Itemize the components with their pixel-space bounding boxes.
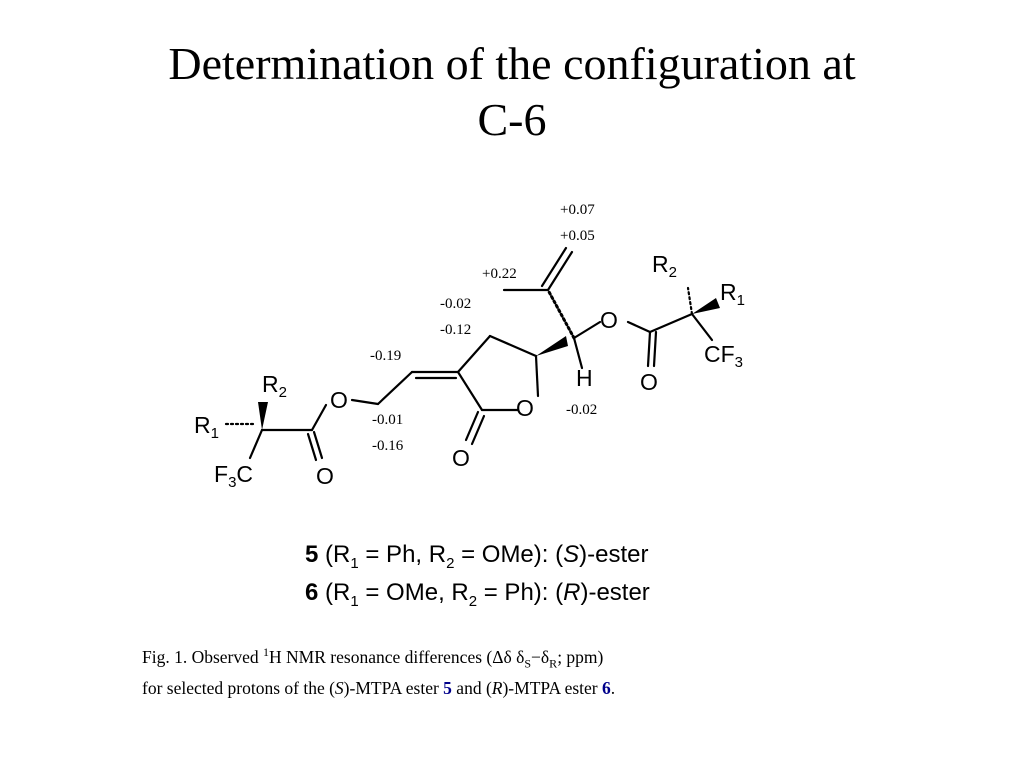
bond-vinyl-double-2 [540,246,568,288]
bond-cf3-left [248,428,264,460]
atom-labels: R1 R2 F3C O O O O H O O R2 R1 CF3 [194,251,745,491]
bond-lactone-co-2 [470,414,486,446]
delta-ester-ch2-b: -0.16 [372,438,404,454]
label-r2-left: R2 [262,371,287,401]
delta-ring-ch2-a: -0.02 [440,296,471,312]
slide-title-line-2: C-6 [477,94,547,145]
slide-title-line-1: Determination of the configuration at [168,38,856,89]
delta-olefin-h: -0.19 [370,348,401,364]
label-o-lactone: O [452,445,470,471]
bond-right-co-2 [652,330,658,368]
wedge-ring-c6 [536,336,568,356]
bond-right-co-1 [646,330,652,368]
bond-left-c-o-double-2 [306,432,318,462]
bond-ring-a [456,370,484,412]
bond-ring-b [534,354,540,398]
caption-line-1: Fig. 1. Observed 1H NMR resonance differ… [142,645,604,671]
delta-labels: +0.07 +0.05 +0.22 -0.02 -0.12 -0.19 -0.0… [370,202,597,454]
label-r1-right: R1 [720,279,745,309]
bond-lactone-co-1 [464,410,480,442]
delta-vinyl-a: +0.07 [560,202,595,218]
figure-caption: Fig. 1. Observed 1H NMR resonance differ… [142,640,862,701]
bond-r2-right-hashed [686,286,694,316]
label-cf3-right: CF3 [704,341,743,371]
label-r2-right: R2 [652,251,677,281]
slide-title: Determination of the configuration at C-… [0,36,1024,148]
bond-c6-o [572,320,602,340]
delta-ring-ch2-b: -0.12 [440,322,471,338]
label-o-left-carbonyl: O [316,463,334,489]
bonds [224,246,714,462]
delta-vinyl-b: +0.05 [560,228,595,244]
bond-vinyl-double-1 [546,250,574,292]
wedge-r2-left [258,402,268,430]
delta-ester-ch2-a: -0.01 [372,412,403,428]
caption-line-2: for selected protons of the (S)-MTPA est… [142,678,616,699]
legend-line-6: 6 (R1 = OMe, R2 = Ph): (R)-ester [305,578,650,610]
bond-ch2-olefin [376,370,414,406]
bond-right-carbonyl [648,312,694,334]
mtpa-ester-structure: R1 R2 F3C O O O O H O O R2 R1 CF3 +0.07 … [194,202,745,491]
delta-c6-h: -0.02 [566,402,597,418]
label-o-right-carbonyl: O [640,369,658,395]
bond-left-co [310,403,328,432]
bond-ring-d [456,334,492,374]
label-f3c-left: F3C [214,461,253,491]
bond-c6-isopropenyl-hashed [546,288,576,340]
compound-legend: 5 (R1 = Ph, R2 = OMe): (S)-ester 6 (R1 =… [305,540,805,616]
label-o-right-ester: O [600,307,618,333]
label-o-ring: O [516,395,534,421]
bond-right-o-c [626,320,652,334]
bond-c6-h [572,336,584,370]
wedge-r1-right [692,298,720,314]
bond-o-ch2 [350,398,380,406]
label-r1-left: R1 [194,412,219,442]
structure-figure: R1 R2 F3C O O O O H O O R2 R1 CF3 +0.07 … [170,190,810,520]
delta-methyl: +0.22 [482,266,517,282]
bond-cf3-right [690,312,714,342]
bond-left-c-o-double-1 [312,430,324,460]
label-o-left-ester: O [330,387,348,413]
legend-line-5: 5 (R1 = Ph, R2 = OMe): (S)-ester [305,541,649,572]
label-h-c6: H [576,365,593,391]
bond-ring-c [488,334,538,358]
